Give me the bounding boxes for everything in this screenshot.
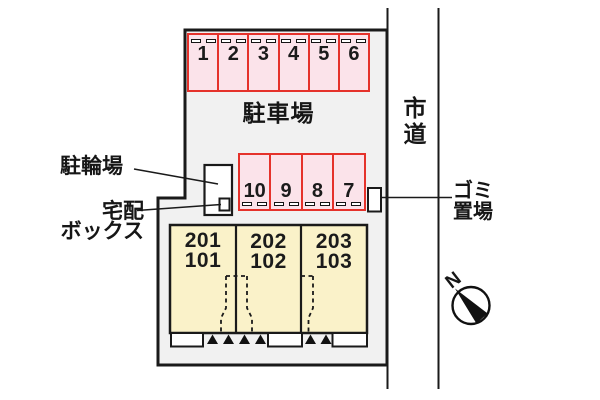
parking-row-10-7: 10 9 8 7	[238, 153, 366, 211]
bicycle-parking-label: 駐輪場	[60, 155, 123, 178]
stall-number: 4	[288, 43, 300, 65]
stall-number: 2	[227, 43, 239, 65]
delivery-box-label-line1: 宅配	[102, 200, 144, 223]
wheel-stop-marks	[340, 39, 368, 43]
stall-number: 1	[197, 43, 209, 65]
stair-dashed-lines	[220, 275, 314, 333]
parking-stall-7: 7	[332, 153, 366, 211]
parking-stall-10: 10	[238, 153, 272, 211]
wheel-stop-marks	[219, 39, 247, 43]
wheel-stop-marks	[310, 39, 338, 43]
unit-upper-number: 201	[184, 229, 222, 252]
garbage-area-label-line2: 置場	[453, 200, 493, 223]
unit-upper-number: 203	[315, 230, 353, 253]
delivery-box-label-line2: ボックス	[60, 220, 144, 243]
parking-area-label: 駐車場	[242, 100, 315, 126]
parking-stall-3: 3	[247, 33, 280, 92]
wheel-stop-marks	[334, 201, 363, 206]
wheel-stop-marks	[240, 201, 269, 206]
unit-lower-number: 102	[250, 249, 287, 273]
parking-stall-2: 2	[217, 33, 250, 92]
city-road-label-char2: 道	[403, 121, 427, 147]
stall-number: 7	[343, 179, 355, 202]
compass-needle-icon	[455, 288, 488, 324]
city-road-label: 市 道	[402, 95, 428, 147]
unit-lower-number: 103	[315, 249, 353, 273]
unit-label-2: 202 102	[236, 230, 301, 273]
parking-stall-1: 1	[187, 33, 220, 92]
stall-number: 10	[243, 179, 266, 202]
parking-stall-4: 4	[277, 33, 310, 92]
delivery-box-leader-line	[136, 203, 222, 212]
stall-number: 6	[348, 43, 360, 65]
stall-number: 3	[257, 43, 269, 65]
parking-row-1-6: 1 2 3 4 5 6	[187, 33, 371, 92]
unit-label-1: 201 101	[170, 229, 236, 272]
entrance-porch-1	[170, 332, 204, 348]
unit-lower-number: 101	[184, 248, 222, 272]
entrance-triangle-marks	[207, 334, 332, 344]
unit-label-3: 203 103	[301, 230, 367, 273]
garbage-area-label-line1: ゴミ	[453, 180, 493, 202]
entrance-porch-3	[331, 332, 368, 348]
city-road-label-char1: 市	[403, 95, 427, 121]
parking-stall-9: 9	[269, 153, 303, 211]
wheel-stop-marks	[303, 201, 332, 206]
unit-upper-number: 202	[250, 230, 287, 253]
wheel-stop-marks	[249, 39, 277, 43]
wheel-stop-marks	[189, 39, 217, 43]
parking-stall-6: 6	[337, 33, 371, 92]
bicycle-parking-leader-line	[133, 168, 219, 185]
garbage-area-outline	[367, 187, 382, 213]
stall-number: 8	[311, 179, 323, 202]
entrance-porch-2	[267, 332, 303, 348]
parking-stall-5: 5	[307, 33, 340, 92]
wheel-stop-marks	[271, 201, 300, 206]
wheel-stop-marks	[280, 39, 308, 43]
stall-number: 5	[318, 43, 330, 65]
delivery-box-label: 宅配 ボックス	[40, 200, 144, 243]
stall-number: 9	[280, 179, 292, 202]
building-outline	[168, 223, 369, 335]
garbage-area-label: ゴミ 置場	[453, 181, 493, 222]
parking-stall-8: 8	[300, 153, 335, 211]
